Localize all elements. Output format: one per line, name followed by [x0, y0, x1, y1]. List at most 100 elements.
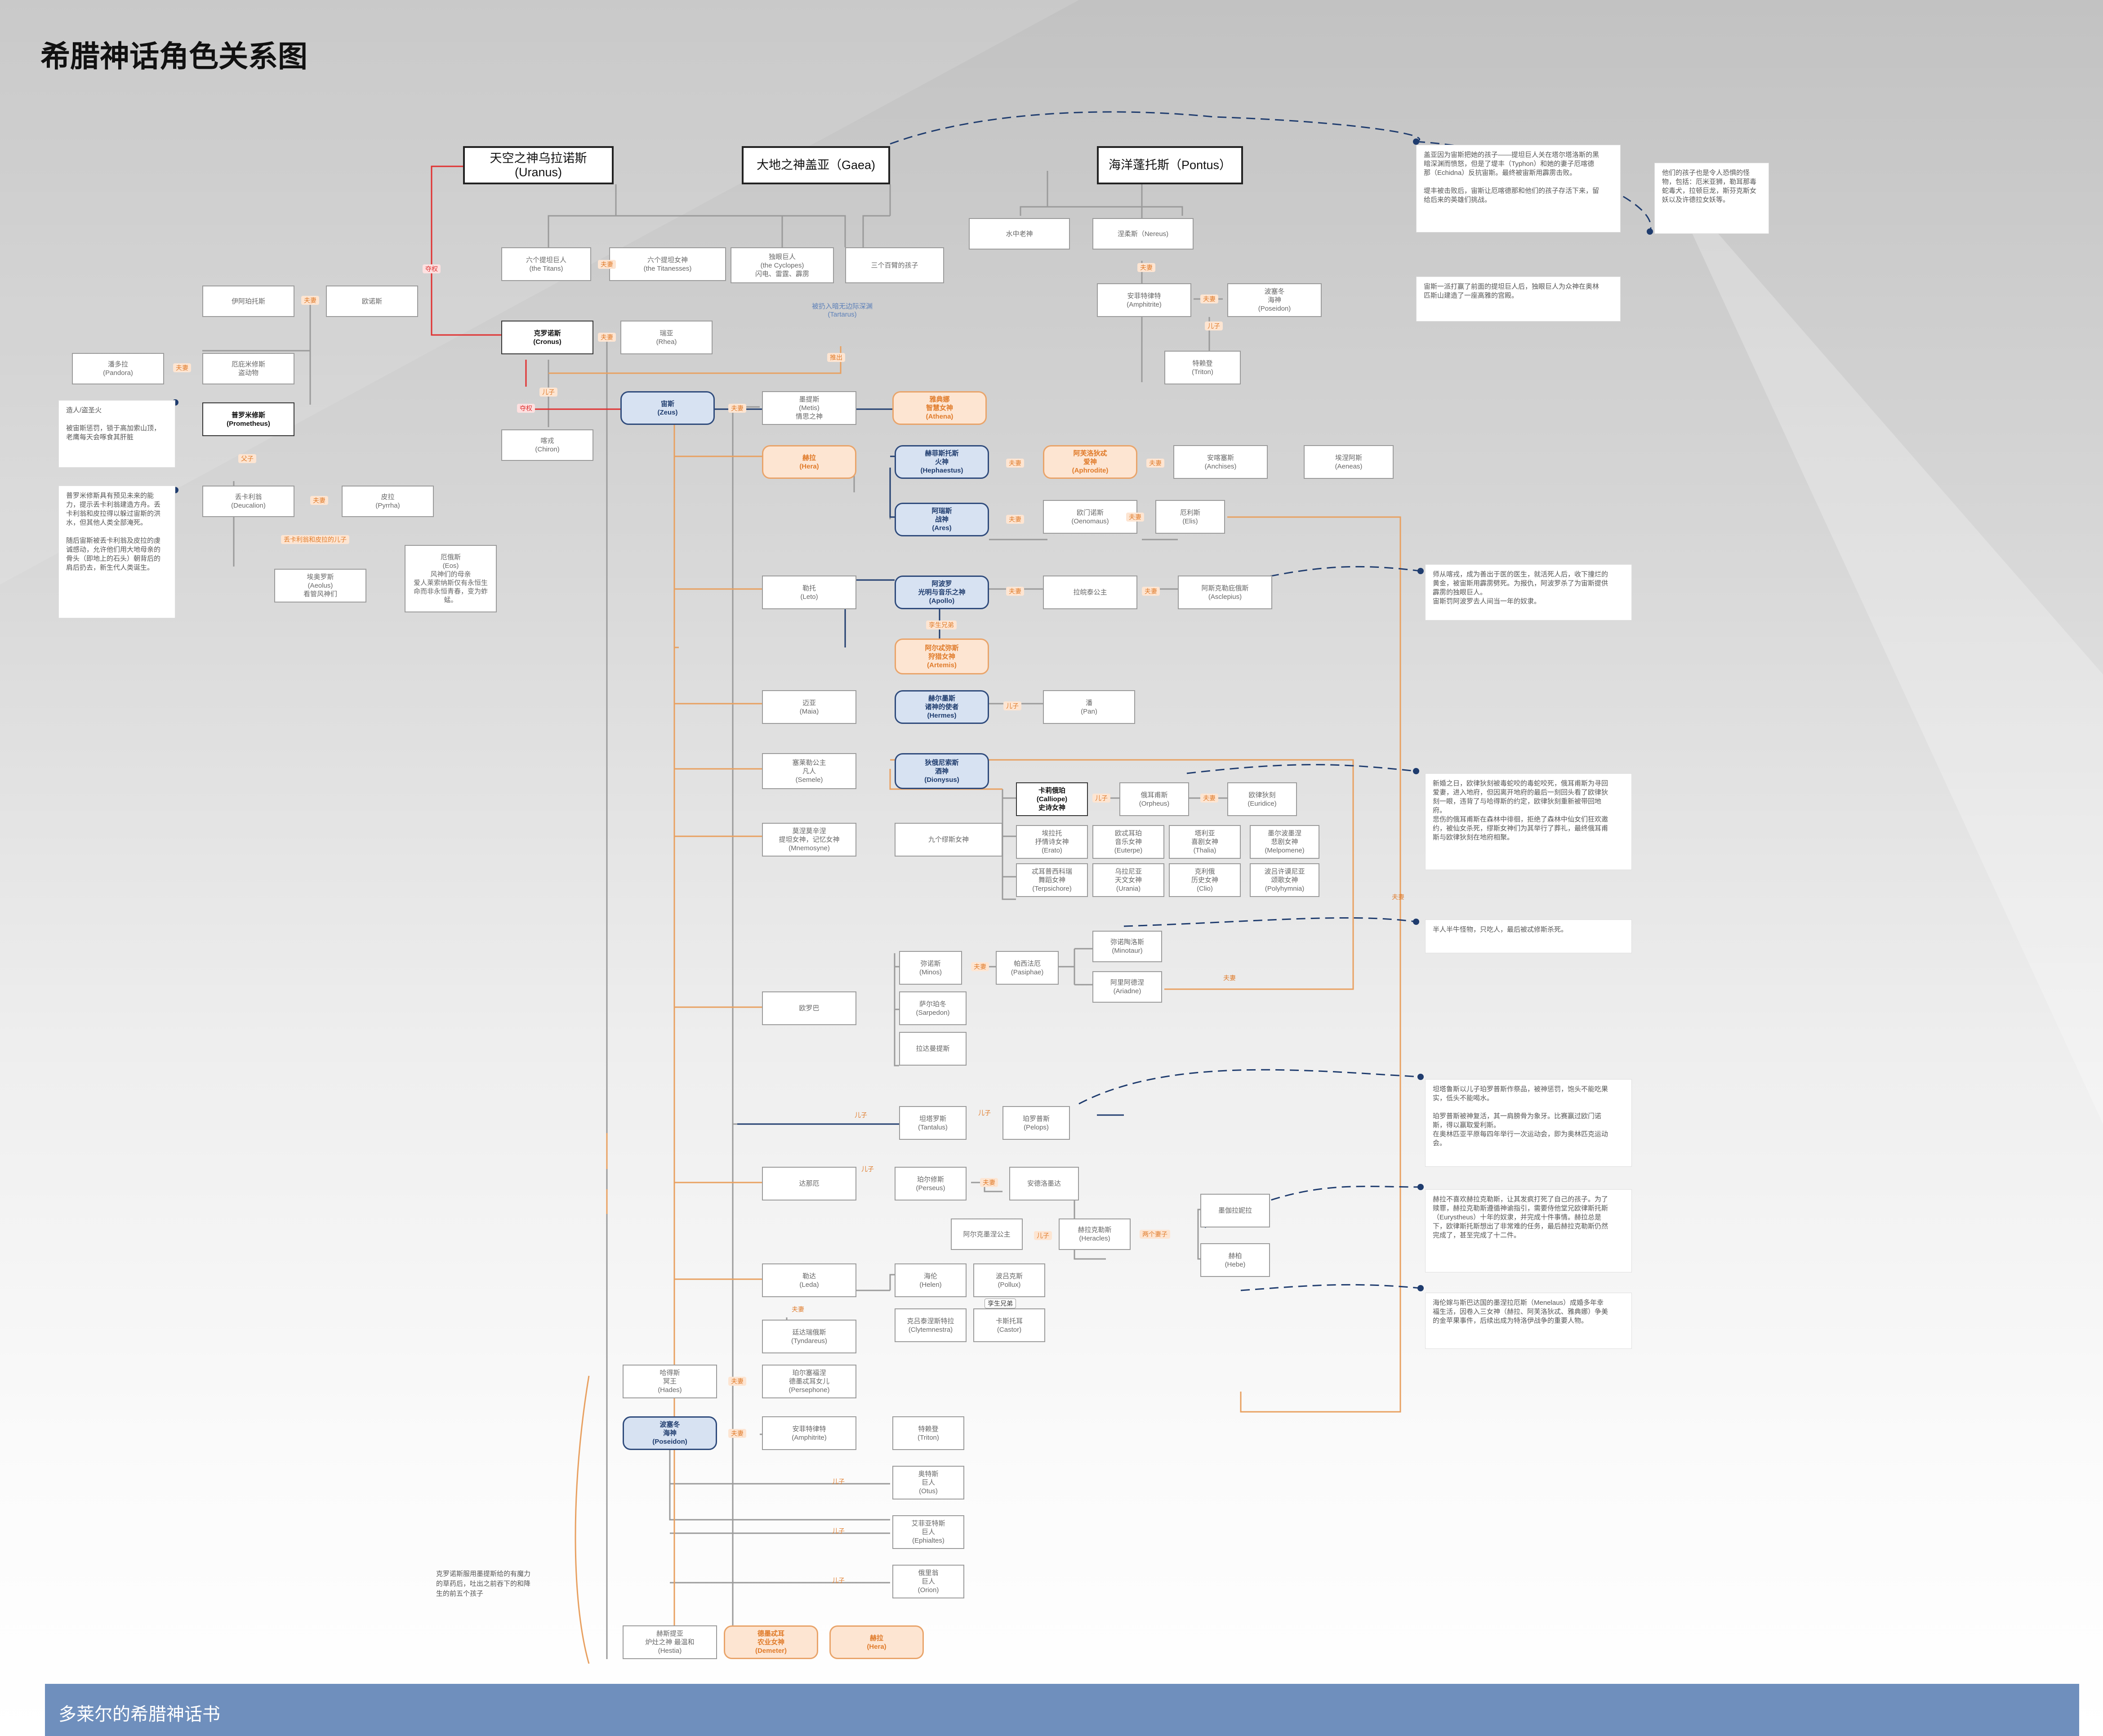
- node-iapetus: 伊阿珀托斯: [202, 286, 294, 317]
- label-spouse: 夫妻: [792, 1306, 804, 1313]
- label-twins: 孪生兄弟: [926, 620, 957, 629]
- node-pan: 潘 (Pan): [1043, 690, 1135, 724]
- node-andromeda: 安德洛墨达: [1009, 1167, 1079, 1200]
- node-hermes: 赫尔墨斯 诸神的使者 (Hermes): [895, 690, 989, 724]
- note-prometheus-fire: 造人/盗圣火 被宙斯惩罚，锁于高加索山顶， 老鹰每天会啄食其肝脏: [58, 400, 175, 468]
- node-cyclopes: 独眼巨人 (the Cyclopes) 闪电、雷霆、霹雳: [731, 247, 834, 283]
- label-spouse: 夫妻: [971, 962, 989, 971]
- node-orion: 俄里翁 巨人 (Orion): [892, 1565, 964, 1598]
- label-spouse: 夫妻: [1200, 295, 1218, 303]
- node-otus: 奥特斯 巨人 (Otus): [892, 1466, 964, 1499]
- node-aeneas: 埃涅阿斯 (Aeneas): [1304, 445, 1394, 479]
- node-artemis: 阿尔忒弥斯 狩猎女神 (Artemis): [895, 638, 989, 674]
- label-spouse: 夫妻: [1126, 513, 1144, 522]
- node-semele: 塞莱勒公主 凡人 (Semele): [762, 753, 856, 789]
- node-perseus: 珀尔修斯 (Perseus): [895, 1167, 967, 1200]
- label-son: 儿子: [1092, 794, 1110, 803]
- label-spouse: 夫妻: [980, 1178, 998, 1187]
- note-helen: 海伦嫁与斯巴达国的墨涅拉厄斯（Menelaus）成婚多年幸 福生活，因卷入三女神…: [1425, 1293, 1632, 1349]
- note-asclepius: 师从喀戎，成为善出于医的医生，就活死人后，收下撞烂的 黄金，被宙斯用霹雳劈死。为…: [1425, 564, 1632, 620]
- label-son: 儿子: [1034, 1231, 1052, 1240]
- node-amphitrite-top: 安菲特律特 (Amphitrite): [1097, 283, 1191, 317]
- node-erato: 埃拉托 抒情诗女神 (Erato): [1016, 825, 1088, 859]
- node-persephone: 珀尔塞福涅 德墨忒耳女儿 (Persephone): [762, 1365, 856, 1398]
- note-orpheus: 新婚之日，欧律狄刻被毒蛇咬的毒蛇咬死，俄耳甫斯为寻回 爱妻，进入地府，但因离开地…: [1425, 773, 1632, 870]
- label-spouse: 夫妻: [1146, 459, 1164, 468]
- node-helen: 海伦 (Helen): [895, 1263, 967, 1297]
- node-eurydice: 欧律狄刻 (Euridice): [1227, 782, 1297, 816]
- footer-title: 多莱尔的希腊神话书: [58, 1705, 220, 1724]
- node-elis: 厄利斯 (Elis): [1155, 500, 1225, 534]
- page-title: 希腊神话角色关系图: [40, 40, 307, 73]
- node-demeter: 德墨忒耳 农业女神 (Demeter): [724, 1625, 818, 1659]
- label-deucalion-son: 丢卡利翁和皮拉的儿子: [281, 535, 349, 544]
- node-tantalus: 坦塔罗斯 (Tantalus): [899, 1106, 967, 1140]
- node-metis: 墨提斯 (Metis) 情思之神: [762, 391, 856, 425]
- node-terpsichore: 忒耳普西科瑞 舞蹈女神 (Terpsichore): [1016, 863, 1088, 897]
- label-spouse: 夫妻: [1137, 263, 1155, 272]
- node-melpomene: 墨尔波墨涅 悲剧女神 (Melpomene): [1250, 825, 1319, 859]
- label-son: 儿子: [855, 1111, 867, 1119]
- note-typhon-children: 他们的孩子也是令人恐惧的怪 物，包括：厄米亚狮，勒耳那毒 蛇毒犬，拉顿巨龙，斯芬…: [1654, 163, 1769, 234]
- node-oenomaus: 欧门诺斯 (Oenomaus): [1043, 500, 1137, 534]
- node-minotaur: 弥诺陶洛斯 (Minotaur): [1092, 931, 1162, 962]
- note-tantalus: 坦塔鲁斯以儿子珀罗普斯作祭品，被神惩罚，饱头不能吃果 实，低头不能喝水。 珀罗普…: [1425, 1079, 1632, 1167]
- node-sea-old-man: 水中老神: [969, 218, 1070, 250]
- node-pontus: 海洋蓬托斯（Pontus）: [1097, 146, 1243, 184]
- note-heracles: 赫拉不喜欢赫拉克勒斯，让其发疯打死了自己的孩子。为了 赎罪，赫拉克勒斯遵循神谕指…: [1425, 1189, 1632, 1272]
- label-son: 儿子: [832, 1478, 845, 1485]
- node-heracles: 赫拉克勒斯 (Heracles): [1059, 1218, 1131, 1250]
- label-spouse: 夫妻: [728, 1377, 746, 1386]
- label-spouse: 夫妻: [310, 496, 328, 505]
- node-clio: 克利俄 历史女神 (Clio): [1169, 863, 1241, 897]
- label-son: 儿子: [1205, 321, 1223, 330]
- label-son: 儿子: [1003, 701, 1021, 710]
- node-rhea: 瑞亚 (Rhea): [620, 321, 713, 354]
- label-son: 儿子: [978, 1109, 991, 1116]
- label-son: 儿子: [832, 1527, 845, 1535]
- label-spouse: 夫妻: [1200, 794, 1218, 803]
- node-eos: 厄俄斯 (Eos) 风神们的母亲 爱人莱索纳斯仅有永恒生 命而非永恒青春，变为蚱…: [405, 545, 497, 612]
- node-chiron: 喀戎 (Chiron): [501, 429, 593, 461]
- node-urania: 乌拉尼亚 天文女神 (Urania): [1092, 863, 1164, 897]
- label-spouse: 夫妻: [598, 260, 616, 269]
- node-pelops: 珀罗普斯 (Pelops): [1002, 1106, 1070, 1140]
- node-calliope: 卡莉俄珀 (Calliope) 史诗女神: [1016, 782, 1088, 816]
- label-two-wives: 两个妻子: [1140, 1230, 1170, 1239]
- node-amphitrite: 安菲特律特 (Amphitrite): [762, 1416, 856, 1450]
- node-leto: 勒托 (Leto): [762, 576, 856, 609]
- label-usurp: 夺权: [423, 264, 441, 273]
- node-pyrrha: 皮拉 (Pyrrha): [342, 486, 434, 517]
- label-son: 儿子: [861, 1165, 874, 1173]
- label-spouse: 夫妻: [1006, 515, 1024, 524]
- node-anchises: 安喀塞斯 (Anchises): [1173, 445, 1268, 479]
- node-oceanus: 欧诺斯: [326, 286, 418, 317]
- node-pollux: 波吕克斯 (Pollux): [973, 1263, 1045, 1297]
- node-apollo: 阿波罗 光明与音乐之神 (Apollo): [895, 576, 989, 609]
- note-gaea-typhon: 盖亚因为宙斯把她的孩子——提坦巨人关在塔尔塔洛斯的黑 暗深渊而愤怒，但是了堤丰（…: [1416, 145, 1621, 232]
- label-spouse: 夫妻: [301, 296, 319, 305]
- node-uranus: 天空之神乌拉诺斯 (Uranus): [463, 146, 614, 184]
- label-twins: 孪生兄弟: [985, 1299, 1016, 1308]
- label-spouse: 夫妻: [598, 333, 616, 342]
- label-spouse: 夫妻: [1006, 587, 1024, 596]
- node-pandora: 潘多拉 (Pandora): [72, 353, 164, 384]
- label-usurp: 夺权: [517, 404, 535, 413]
- node-asclepius: 阿斯克勒庇俄斯 (Asclepius): [1178, 576, 1272, 609]
- label-son: 儿子: [539, 388, 557, 397]
- node-ariadne: 阿里阿德涅 (Ariadne): [1092, 971, 1162, 1003]
- node-sarpedon: 萨尔珀冬 (Sarpedon): [899, 991, 967, 1025]
- node-athena: 雅典娜 智慧女神 (Athena): [892, 391, 987, 425]
- label-spouse: 夫妻: [1142, 587, 1160, 596]
- node-hebe: 赫柏 (Hebe): [1200, 1243, 1270, 1277]
- node-alcmene: 阿尔克墨涅公主: [951, 1218, 1023, 1250]
- node-mnemosyne: 莫涅莫辛涅 提坦女神，记忆女神 (Mnemosyne): [762, 823, 856, 857]
- label-son: 儿子: [832, 1577, 845, 1584]
- node-nine-muses: 九个缪斯女神: [895, 823, 1002, 857]
- node-hades: 哈得斯 冥王 (Hades): [623, 1365, 717, 1398]
- label-spouse: 夫妻: [173, 363, 191, 372]
- node-castor: 卡斯托耳 (Castor): [973, 1308, 1045, 1342]
- note-zeus-cyclopes: 宙斯一派打赢了前面的提坦巨人后，独眼巨人为众神在奥林 匹斯山建造了一座高雅的宫殿…: [1416, 277, 1621, 321]
- note-deucalion-flood: 普罗米修斯具有预见未来的能 力，提示丢卡利翁建造方舟。丢 卡利翁和皮拉得以躲过宙…: [58, 486, 175, 618]
- node-poseidon-top: 波塞冬 海神 (Poseidon): [1227, 283, 1322, 317]
